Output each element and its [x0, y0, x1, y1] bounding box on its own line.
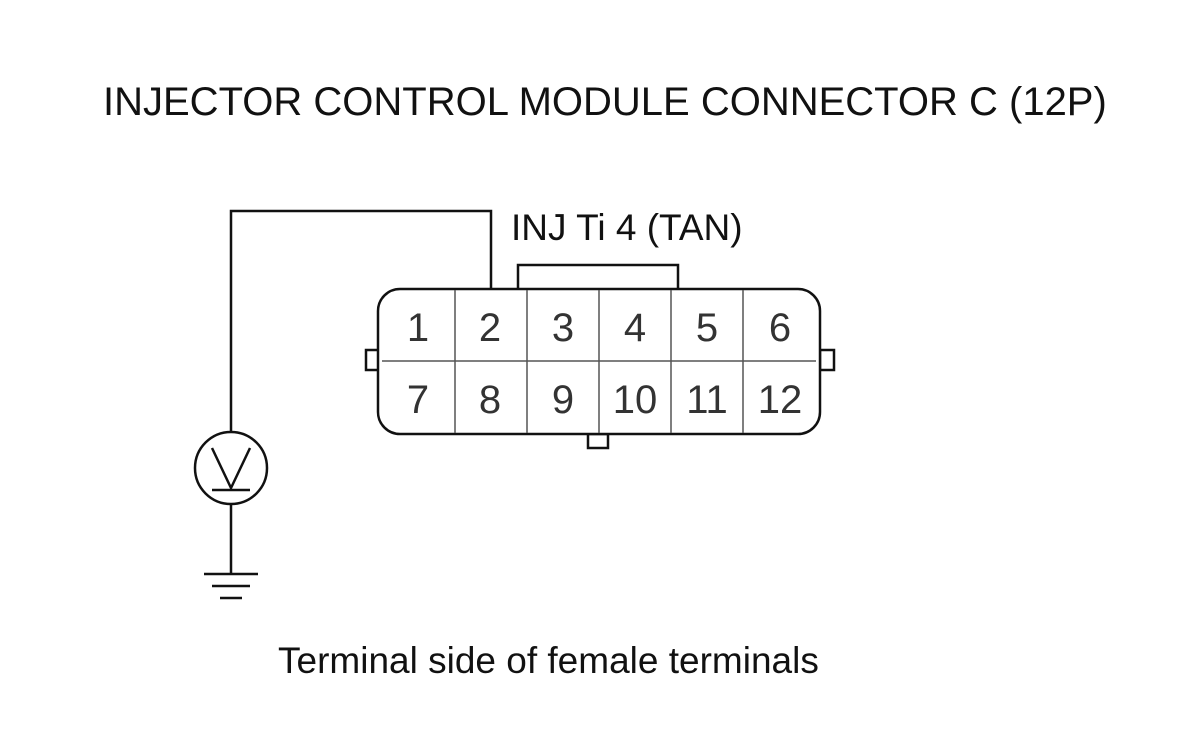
- pin-grid: [382, 290, 816, 433]
- pin-number: 9: [552, 378, 574, 422]
- pin-number: 12: [758, 378, 803, 422]
- pin-number: 6: [769, 306, 791, 350]
- pin-number: 10: [613, 378, 658, 422]
- pin-number: 4: [624, 306, 646, 350]
- pin-number: 1: [407, 306, 429, 350]
- pin-number: 3: [552, 306, 574, 350]
- pin-number: 7: [407, 378, 429, 422]
- pin-number: 8: [479, 378, 501, 422]
- voltmeter-icon: [193, 430, 269, 506]
- pin-number: 2: [479, 306, 501, 350]
- wire-label: INJ Ti 4 (TAN): [511, 207, 743, 248]
- pin-number: 5: [696, 306, 718, 350]
- diagram-title: INJECTOR CONTROL MODULE CONNECTOR C (12P…: [103, 80, 1107, 124]
- probe-wire: [229, 209, 493, 432]
- pin-row-bottom: 7 8 9 10 11 12: [407, 378, 802, 422]
- pin-number: 11: [686, 378, 728, 422]
- pin-row-top: 1 2 3 4 5 6: [407, 306, 791, 350]
- connector-housing: [364, 263, 836, 450]
- ground-icon: [204, 572, 258, 600]
- diagram-caption: Terminal side of female terminals: [278, 640, 819, 681]
